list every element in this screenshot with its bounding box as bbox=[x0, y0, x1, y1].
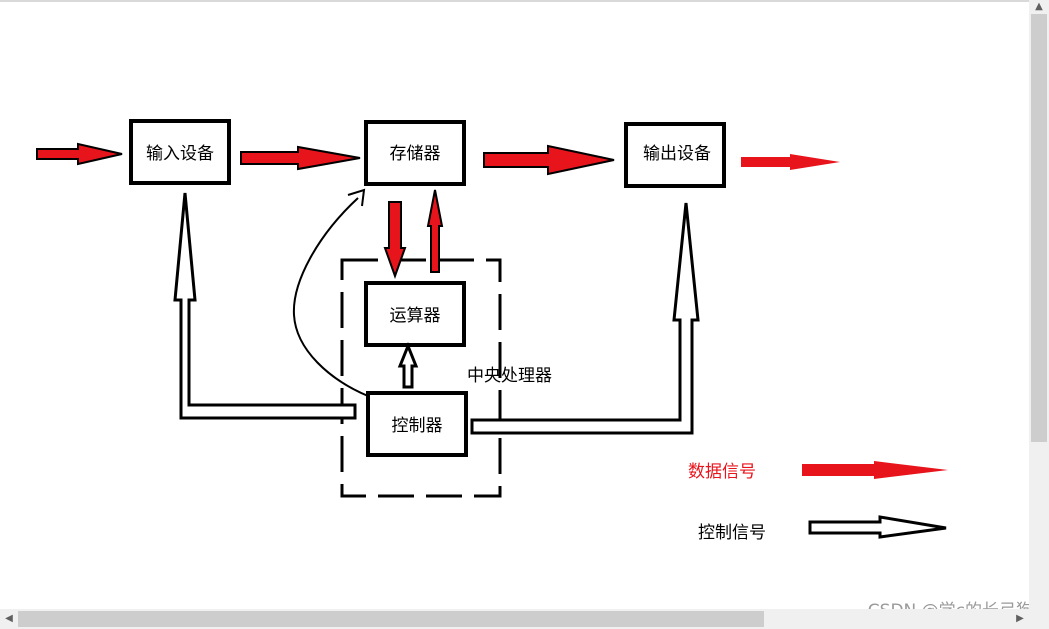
legend-control-arrow bbox=[808, 515, 947, 539]
legend-data-arrow bbox=[802, 461, 948, 479]
control-arrows bbox=[173, 192, 700, 435]
data-arrows bbox=[36, 142, 615, 279]
watermark: CSDN @学c的长弓狗 bbox=[868, 601, 1029, 609]
diagram-canvas: 输入设备 存储器 输出设备 中央处理器 运算器 控制器 bbox=[0, 0, 1029, 609]
scroll-right-icon[interactable]: ▶ bbox=[1016, 613, 1024, 624]
data-arrow-input-to-memory bbox=[240, 145, 361, 171]
scroll-up-icon[interactable]: ▲ bbox=[1035, 1, 1043, 12]
control-curve-to-memory bbox=[292, 197, 369, 397]
control-arrow-to-input bbox=[173, 192, 357, 420]
data-arrow-memory-to-output bbox=[483, 144, 615, 176]
controller-label: 控制器 bbox=[392, 416, 443, 436]
output-device-box: 输出设备 bbox=[624, 122, 726, 188]
legend: 数据信号 控制信号 bbox=[688, 461, 948, 543]
memory-label: 存储器 bbox=[390, 144, 441, 164]
data-arrow-out-of-output bbox=[741, 154, 840, 170]
control-curve-arrowhead bbox=[347, 188, 366, 207]
resize-grip-icon[interactable] bbox=[1029, 609, 1049, 629]
scroll-left-icon[interactable]: ◀ bbox=[5, 613, 13, 624]
cpu-label: 中央处理器 bbox=[467, 366, 552, 386]
control-arrow-to-alu bbox=[397, 341, 419, 389]
vertical-scroll-thumb[interactable] bbox=[1031, 14, 1047, 442]
legend-control-label: 控制信号 bbox=[698, 523, 766, 543]
horizontal-scroll-thumb[interactable] bbox=[18, 611, 764, 627]
control-arrow-to-output bbox=[470, 202, 700, 435]
data-arrow-memory-to-alu bbox=[383, 201, 407, 279]
input-device-box: 输入设备 bbox=[129, 119, 231, 185]
input-device-label: 输入设备 bbox=[146, 144, 214, 164]
cpu-boundary bbox=[340, 258, 502, 498]
alu-box: 运算器 bbox=[364, 281, 466, 347]
data-arrow-alu-to-memory bbox=[426, 189, 444, 273]
controller-box: 控制器 bbox=[366, 391, 468, 457]
alu-label: 运算器 bbox=[390, 306, 441, 326]
legend-data-label: 数据信号 bbox=[688, 462, 756, 482]
memory-box: 存储器 bbox=[364, 120, 466, 186]
data-arrow-into-input bbox=[36, 142, 123, 166]
output-device-label: 输出设备 bbox=[643, 144, 711, 164]
